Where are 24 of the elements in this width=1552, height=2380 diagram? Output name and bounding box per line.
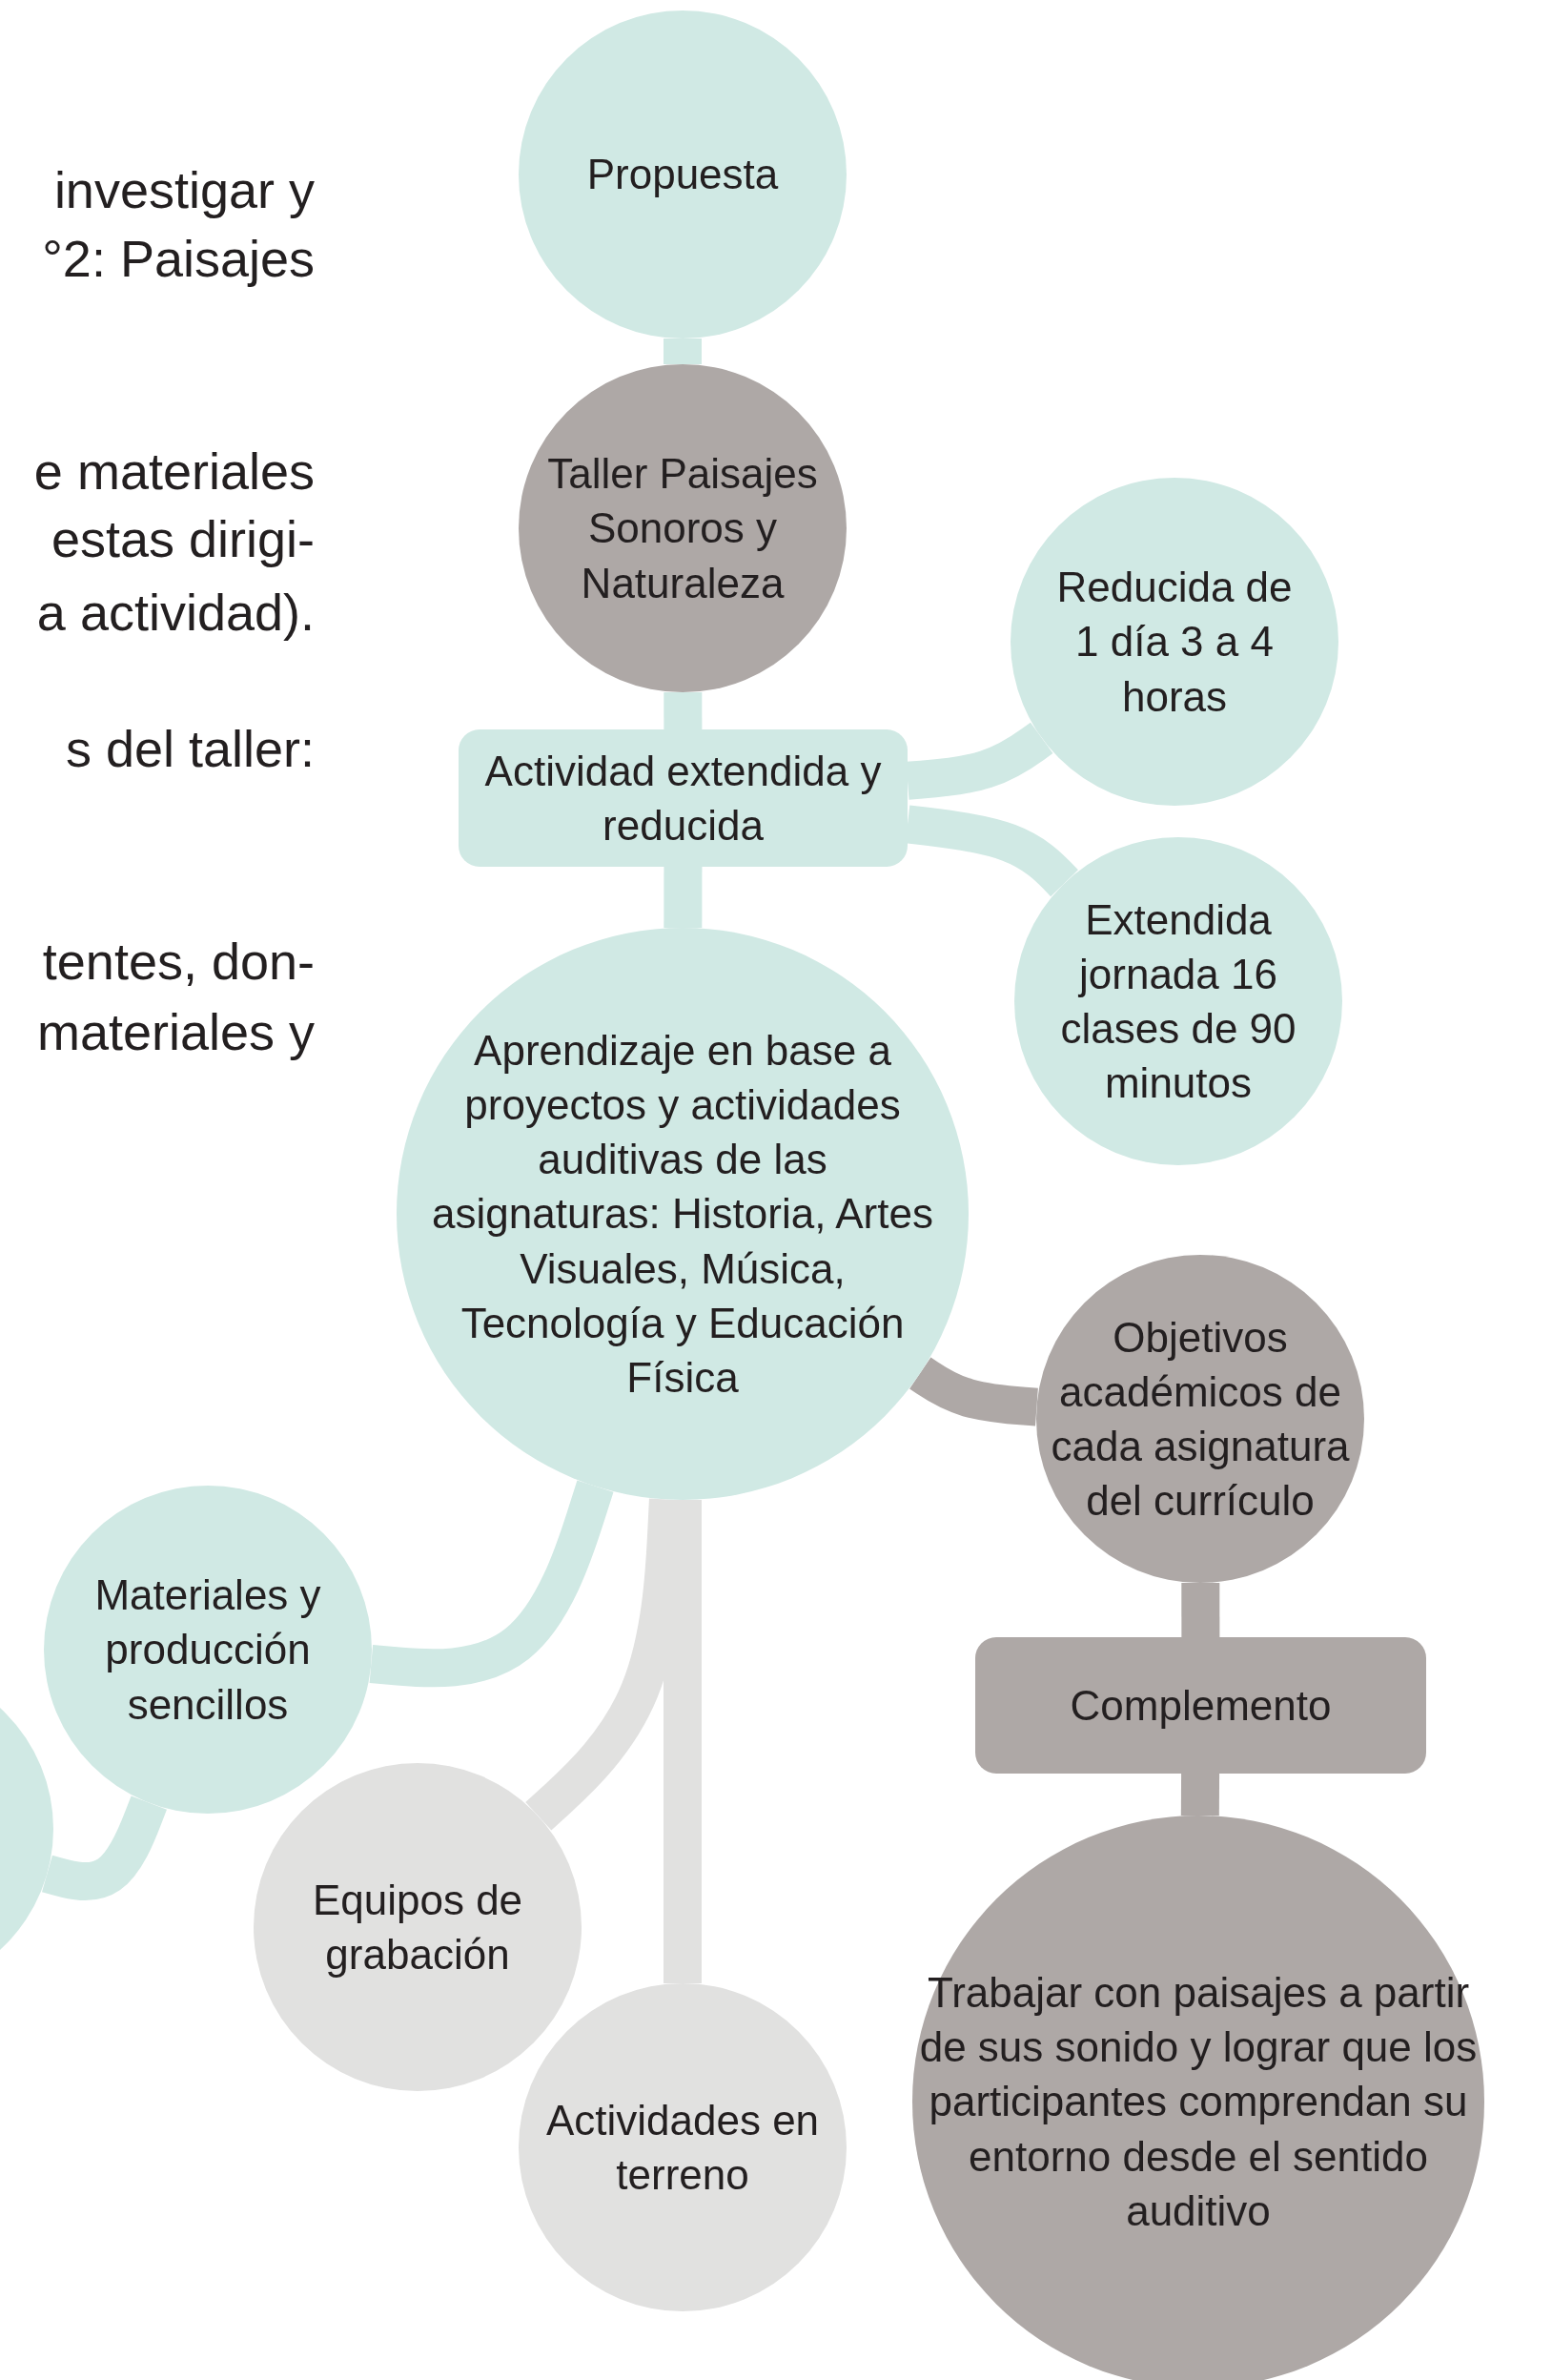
topic-box	[459, 729, 908, 867]
topic-box	[975, 1637, 1426, 1774]
node-text: Complemento	[1070, 1680, 1332, 1731]
node-text: Actividad extendida y reducida	[483, 746, 883, 851]
node-text: Propuesta	[586, 150, 779, 200]
connector-band	[664, 866, 703, 929]
paragraph-text-fragment: tentes, don-	[42, 935, 315, 987]
node-text: Taller Paisajes Sonoros y Naturaleza	[546, 449, 819, 608]
connector-band	[664, 691, 703, 729]
node-text: Equipos de grabación	[311, 1875, 524, 1980]
node-text: Materiales y producción sencillos	[93, 1570, 322, 1730]
node-text: Reducida de 1 día 3 a 4 horas	[1055, 563, 1294, 722]
connector-band	[1181, 1583, 1220, 1637]
connector-band	[369, 1480, 614, 1688]
node-text: Extendida jornada 16 clases de 90 minutos	[1059, 894, 1297, 1109]
paragraph-text-fragment: e materiales	[33, 445, 315, 497]
node-text: Actividades en terreno	[544, 2095, 821, 2200]
paragraph-text-fragment: s del taller:	[65, 723, 315, 774]
connector-band	[664, 1500, 702, 1983]
node-text: Objetivos académicos de cada asignatura del currículo	[1050, 1312, 1351, 1527]
connector-band	[1180, 1773, 1220, 1816]
node-text: Aprendizaje en base a proyectos y actividades auditivas de las asignaturas: Historia, Artes Visuales, Música, Tecnología y Educación Física	[431, 1025, 934, 1403]
connector-band	[664, 339, 702, 364]
connector-band	[39, 1795, 167, 1901]
